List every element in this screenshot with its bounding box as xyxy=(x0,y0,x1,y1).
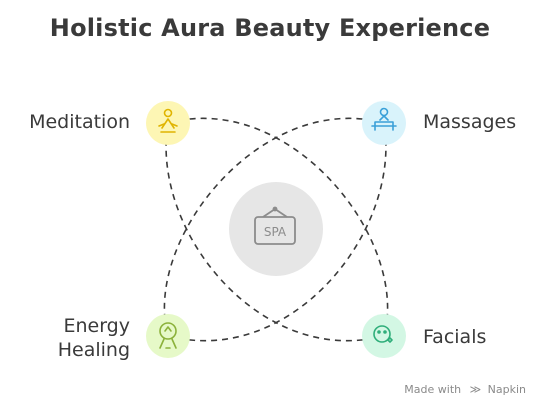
center-spa-node: SPA xyxy=(229,182,323,276)
node-massages xyxy=(362,101,406,145)
label-energy-healing-line-2: Healing xyxy=(57,339,130,361)
energy-icon xyxy=(159,322,177,349)
label-energy-healing-line-1: Energy xyxy=(63,315,130,337)
footer-brand: Napkin xyxy=(487,383,526,396)
spa-sign-text: SPA xyxy=(264,225,287,239)
massage-icon xyxy=(371,107,397,131)
meditation-icon xyxy=(158,108,178,133)
footer-made-with: Made with xyxy=(404,383,462,396)
node-meditation xyxy=(146,101,190,145)
footer-attribution: Made with ≫ Napkin xyxy=(404,383,526,396)
spa-sign-icon xyxy=(254,206,296,245)
napkin-logo-icon: ≫ xyxy=(469,383,482,396)
facial-icon xyxy=(373,325,393,343)
label-meditation: Meditation xyxy=(29,111,130,133)
label-facials: Facials xyxy=(423,326,487,348)
node-energy-healing xyxy=(146,314,190,358)
label-energy-healing: Energy Healing xyxy=(10,314,130,362)
label-massages: Massages xyxy=(423,111,517,133)
node-facials xyxy=(362,314,406,358)
page-title: Holistic Aura Beauty Experience xyxy=(49,14,491,42)
